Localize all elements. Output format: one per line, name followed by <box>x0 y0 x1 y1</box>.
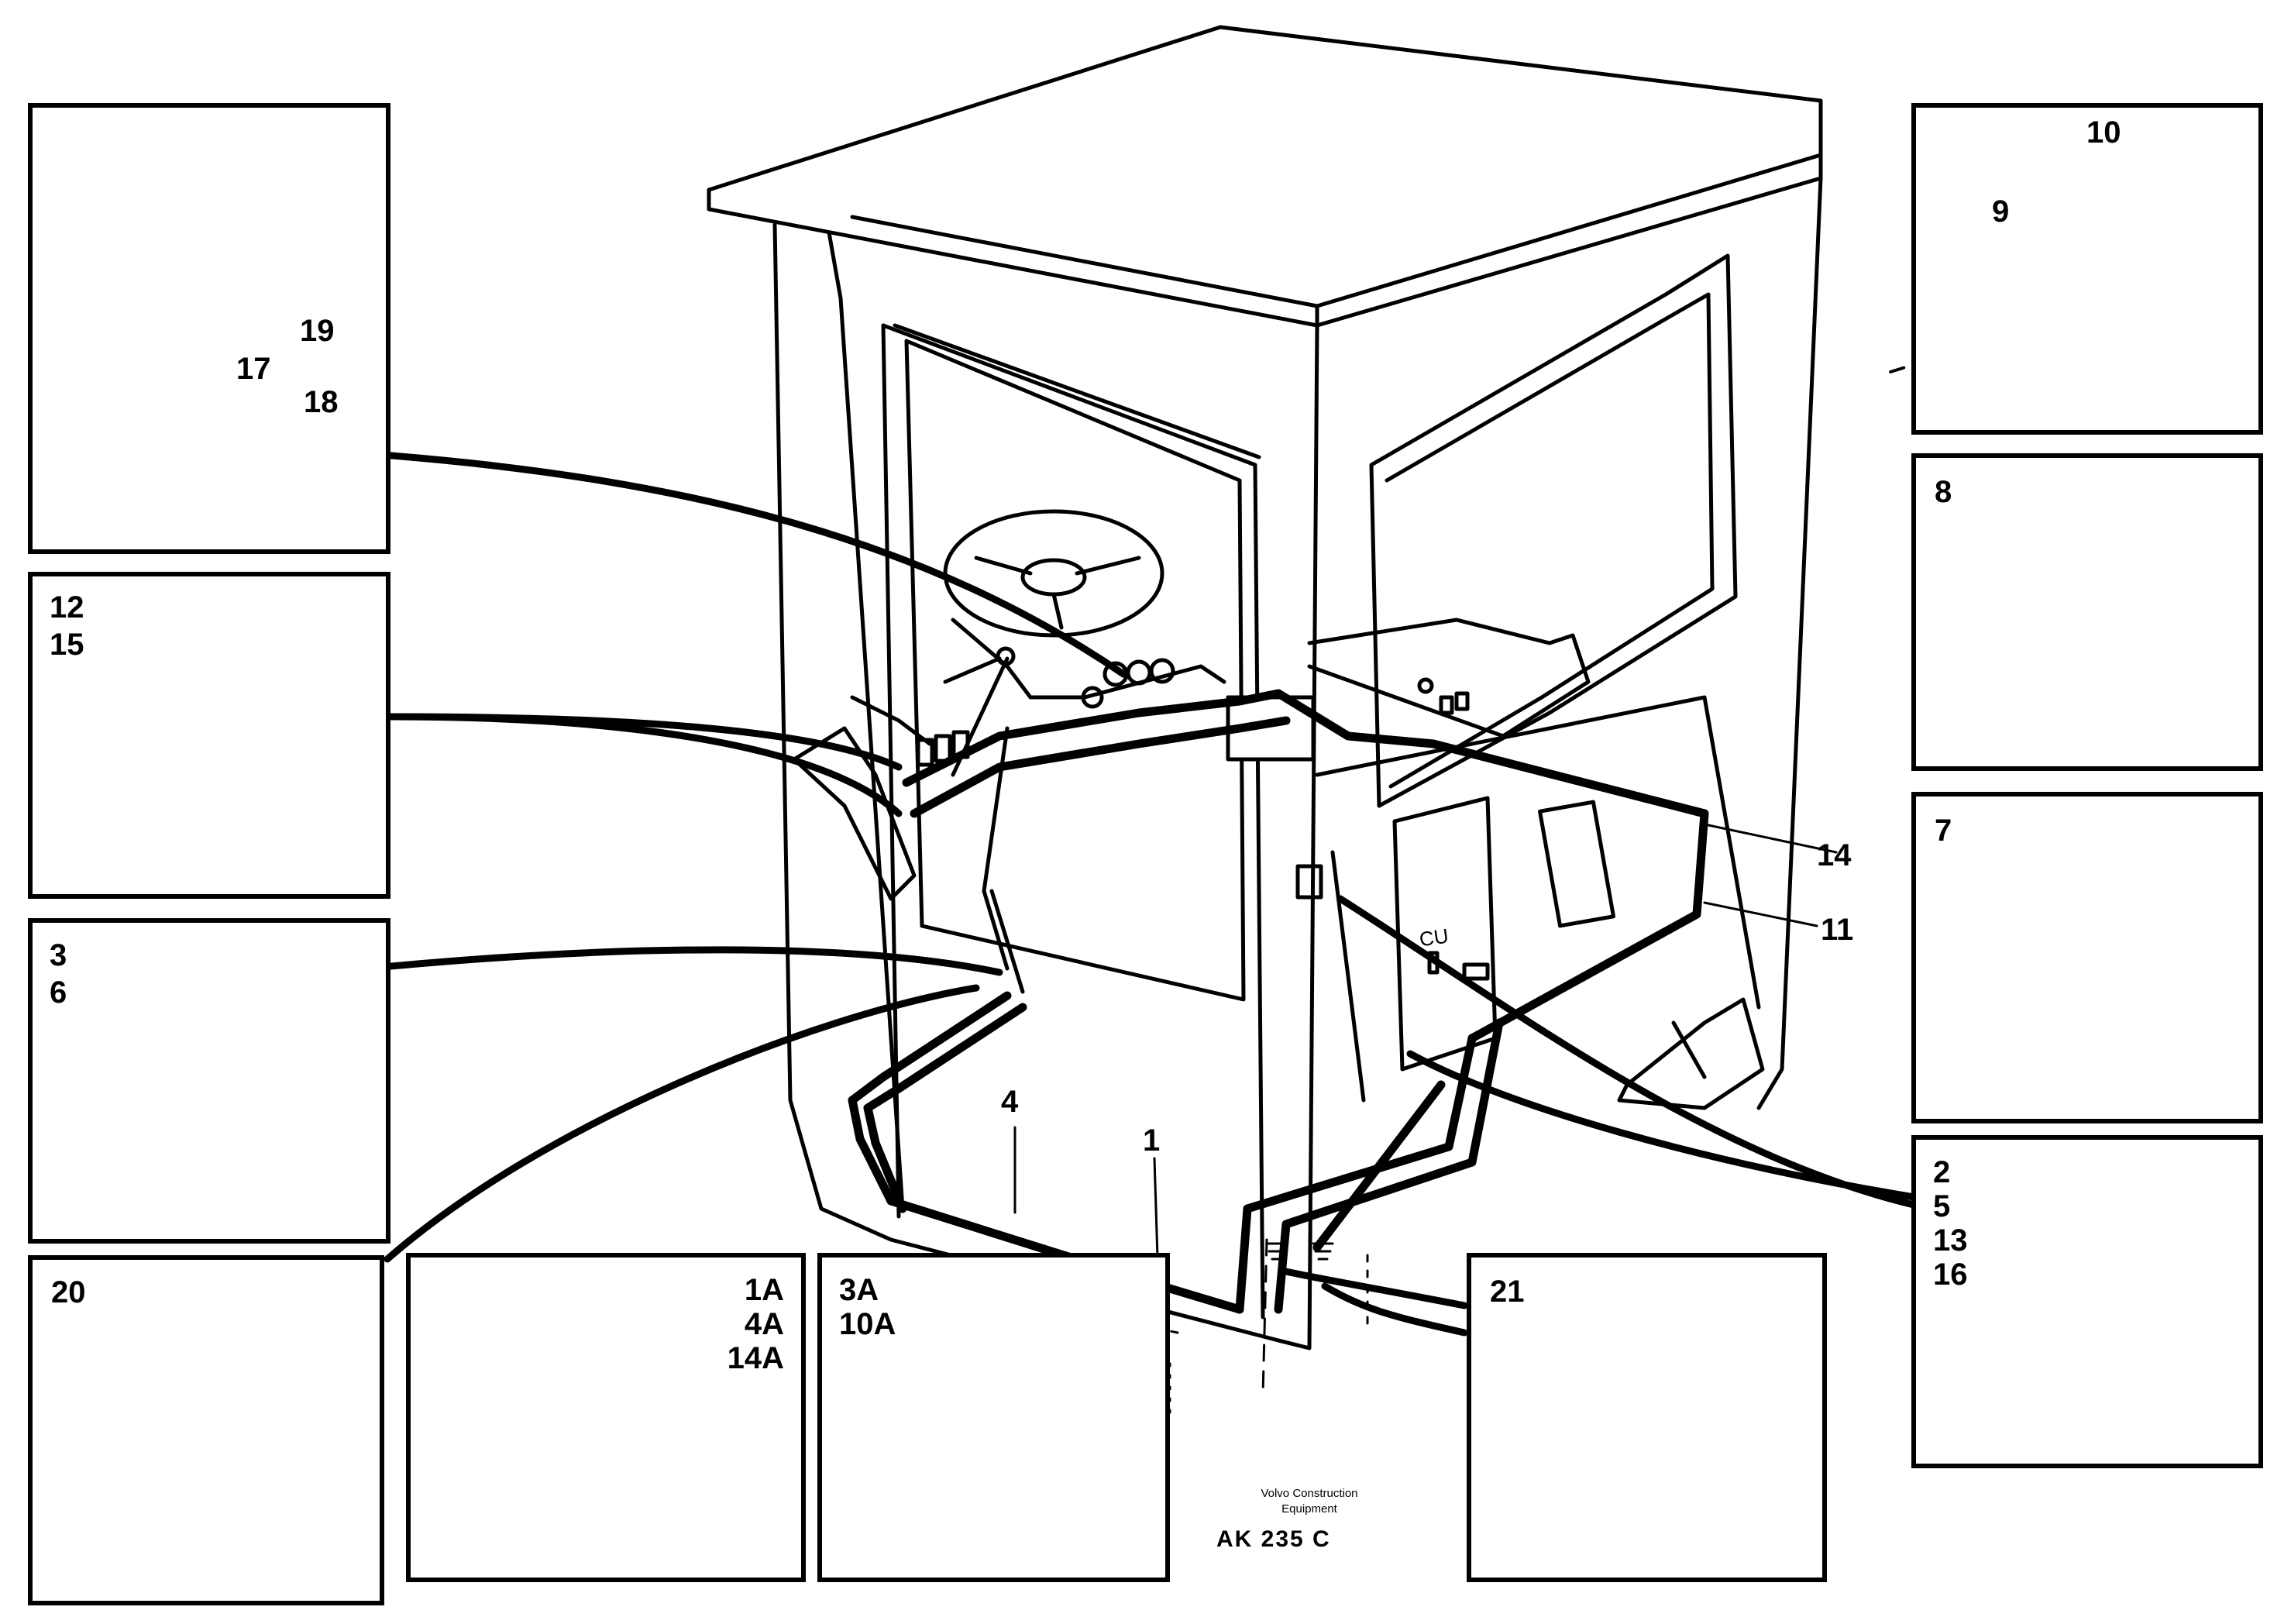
detail-box-sensor: 10 9 <box>1911 103 2263 435</box>
label-7: 7 <box>1935 814 1952 848</box>
label-17: 17 <box>236 352 271 386</box>
label-16: 16 <box>1933 1258 1968 1292</box>
callout-14: 14 <box>1817 838 1852 872</box>
company-line-2: Equipment <box>1281 1502 1337 1516</box>
detail-box-tie-clip: 19 17 18 <box>28 103 390 554</box>
company-line-1: Volvo Construction <box>1261 1487 1358 1500</box>
cab-body <box>772 176 1823 1350</box>
cu-marking: CU <box>1418 924 1450 951</box>
harness-lines <box>848 689 1709 1314</box>
detail-box-plug-square: 7 <box>1911 792 2263 1123</box>
label-15: 15 <box>50 628 84 662</box>
detail-box-clip: 3 6 <box>28 918 390 1244</box>
detail-box-grommet-round: 21 <box>1467 1253 1827 1582</box>
label-9: 9 <box>1992 194 2010 229</box>
label-8: 8 <box>1935 475 1952 509</box>
label-20: 20 <box>51 1275 86 1309</box>
label-1A: 1A <box>744 1273 784 1307</box>
callout-11: 11 <box>1821 913 1854 947</box>
label-21: 21 <box>1490 1275 1525 1309</box>
drawing-code: AK 235 C <box>1216 1526 1331 1552</box>
detail-box-relay: 12 15 <box>28 572 390 899</box>
leader-lines <box>384 452 1918 1337</box>
detail-box-clamp: 20 <box>28 1255 384 1605</box>
detail-box-plug-round: 8 <box>1911 453 2263 771</box>
detail-box-connector: 1A 4A 14A <box>406 1253 806 1582</box>
label-12: 12 <box>50 590 84 624</box>
label-19: 19 <box>300 314 335 348</box>
label-13: 13 <box>1933 1223 1968 1258</box>
label-4A: 4A <box>744 1307 784 1341</box>
label-2: 2 <box>1933 1155 1951 1189</box>
label-3A: 3A <box>839 1273 879 1307</box>
label-10: 10 <box>2086 115 2121 150</box>
label-18: 18 <box>304 385 339 419</box>
detail-box-terminal: 2 5 13 16 <box>1911 1135 2263 1468</box>
company-name: Volvo Construction Equipment <box>1216 1486 1402 1517</box>
label-5: 5 <box>1933 1189 1951 1223</box>
callout-1: 1 <box>1143 1123 1161 1158</box>
label-10A: 10A <box>839 1307 896 1341</box>
callout-4: 4 <box>1001 1085 1019 1119</box>
label-6: 6 <box>50 975 67 1010</box>
label-3: 3 <box>50 938 67 972</box>
label-14A: 14A <box>727 1341 784 1375</box>
cab-roof <box>707 25 1823 328</box>
detail-box-grommet-small: 3A 10A <box>817 1253 1170 1582</box>
